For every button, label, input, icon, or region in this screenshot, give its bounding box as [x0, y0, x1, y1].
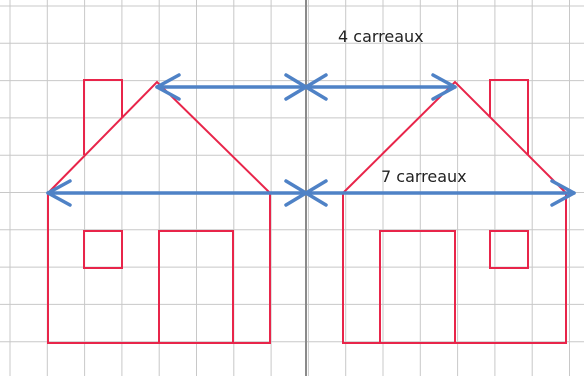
distance-arrows: [46, 73, 576, 207]
label-7-carreaux: 7 carreaux: [381, 167, 467, 186]
house-right-chimney: [489, 79, 529, 155]
house-left-window: [83, 230, 123, 269]
house-right-window: [489, 230, 529, 269]
arrow-bottom-right: [304, 179, 576, 207]
house-right-roof: [342, 80, 567, 194]
arrow-top-left: [155, 73, 308, 101]
arrow-top-right: [304, 73, 457, 101]
house-right-door: [379, 230, 456, 343]
label-4-carreaux: 4 carreaux: [338, 27, 424, 46]
house-left-roof: [47, 80, 271, 194]
arrow-bottom-left: [46, 179, 308, 207]
house-left-door: [158, 230, 234, 343]
house-left-chimney: [83, 79, 123, 155]
